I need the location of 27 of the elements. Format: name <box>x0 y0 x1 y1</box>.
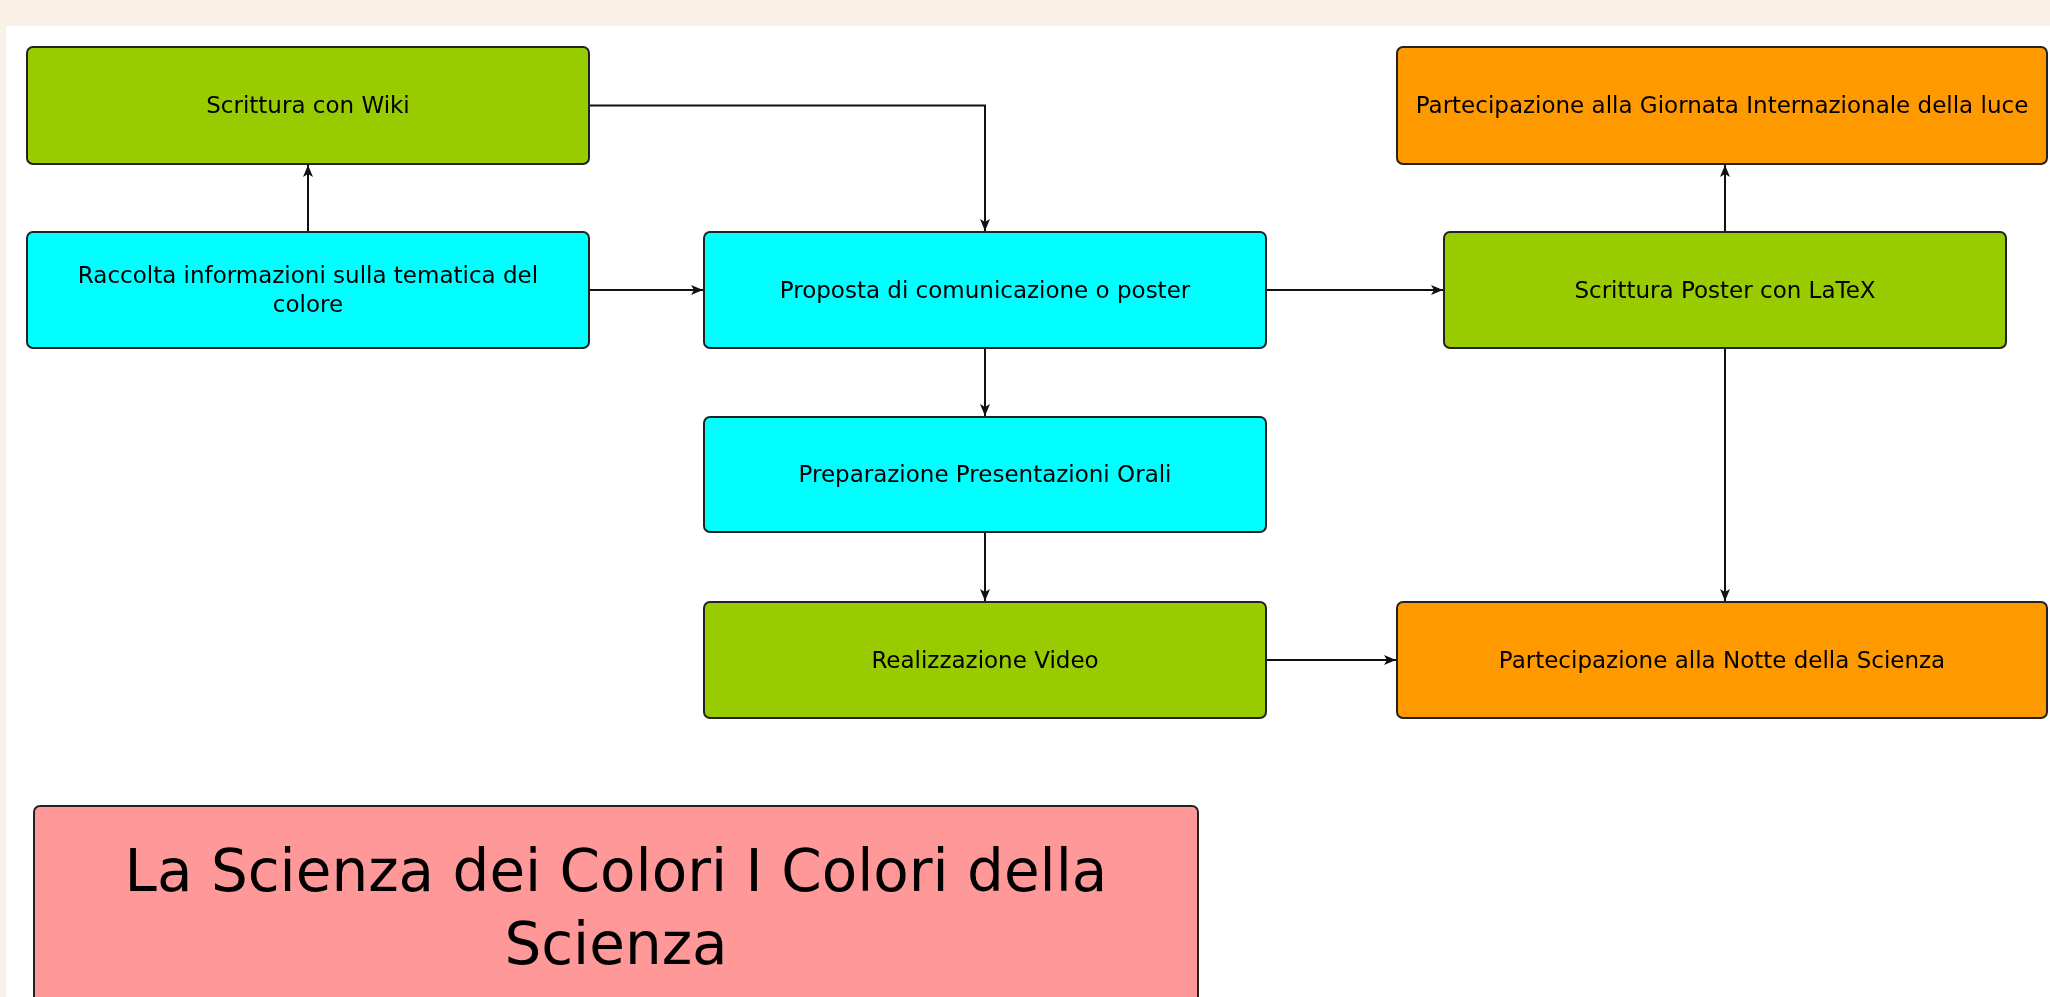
box-text: Preparazione Presentazioni Orali <box>798 460 1172 489</box>
box-text: Realizzazione Video <box>871 645 1099 675</box>
arrow <box>980 532 990 602</box>
process-box <box>1443 231 2007 349</box>
box-text: Raccolta informazioni sulla tematica del colore <box>76 261 540 319</box>
box-text: Partecipazione alla Notte della Scienza <box>1498 645 1946 675</box>
arrow <box>1266 285 1444 295</box>
process-box <box>1396 46 2048 165</box>
arrow <box>980 348 990 417</box>
process-box <box>703 231 1267 349</box>
title-box <box>33 805 1199 997</box>
box-text: La Scienza dei Colori I Colori della Scienza <box>123 836 1109 980</box>
arrow <box>1266 655 1397 665</box>
process-box <box>26 46 590 165</box>
arrow <box>589 285 704 295</box>
arrow <box>1720 348 1730 602</box>
process-box <box>1396 601 2048 719</box>
process-box <box>703 416 1267 533</box>
box-text: Partecipazione alla Giornata Internazionale della luce <box>1415 91 2029 120</box>
arrow <box>303 164 313 232</box>
process-box <box>26 231 590 349</box>
box-text: Scrittura con Wiki <box>206 91 410 120</box>
arrow <box>589 104 990 232</box>
box-text: Proposta di comunicazione o poster <box>779 275 1191 305</box>
box-text: Scrittura Poster con LaTeX <box>1574 275 1876 305</box>
process-box <box>703 601 1267 719</box>
arrow <box>1720 164 1730 232</box>
